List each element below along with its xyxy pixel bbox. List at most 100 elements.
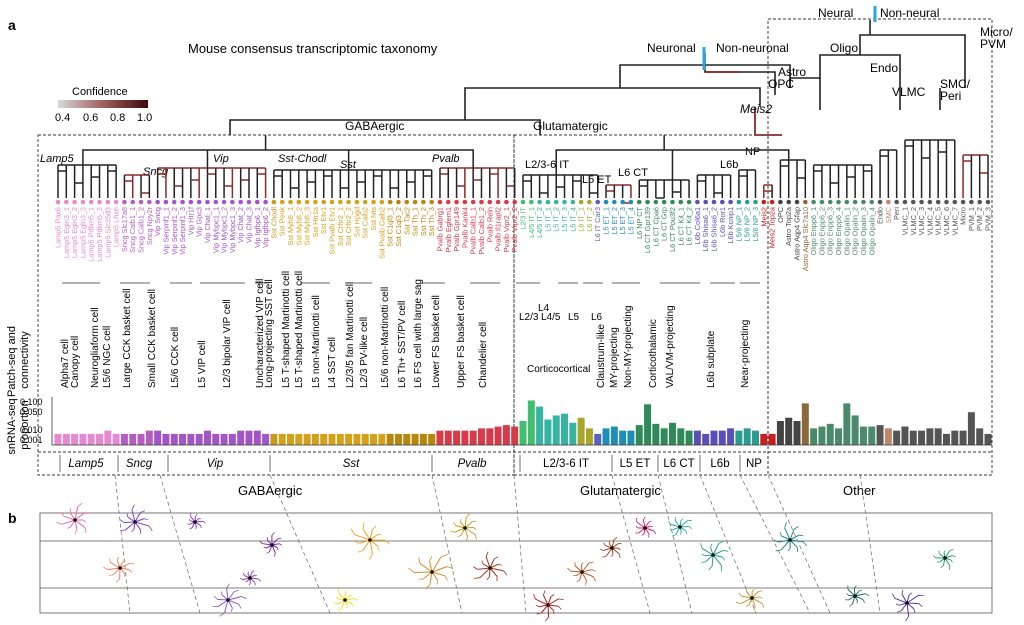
leaf-dot (927, 199, 933, 205)
leaf-label: L5 ET_2 (610, 207, 619, 235)
leaf-label: L6 CT Grp (660, 207, 669, 241)
soma (226, 598, 230, 602)
leaf-label: Sst Th_2 (419, 207, 428, 236)
neuron-morphology (103, 556, 135, 583)
neurite-branch (384, 539, 391, 545)
snrna-bar (311, 433, 319, 445)
leaf-dot (803, 199, 808, 205)
neurite (422, 571, 433, 580)
neurite-branch (494, 556, 499, 560)
neurite (362, 539, 371, 551)
snrna-bar (942, 433, 950, 445)
neuron-morphology (845, 585, 870, 607)
neurite-branch (231, 607, 233, 612)
neurite-branch (735, 602, 742, 604)
leaf-label: L6b Col6a1 (693, 207, 702, 244)
leaf-label: Pvalb Vipr2_2 (510, 207, 519, 252)
neuron-morphology (735, 588, 765, 611)
leaf-label: L6 CT Pou3f2 (668, 207, 677, 252)
soma (788, 538, 792, 542)
leaf-dot (412, 199, 418, 205)
leaf-dot (88, 199, 94, 205)
leaf-dot (728, 199, 733, 205)
leaf-label: Astro Aqp4 Slc7a10 (801, 207, 810, 271)
layer-label: L2/3 (519, 312, 539, 323)
leaf-dot (886, 199, 891, 205)
leaf-label: SMC (884, 207, 893, 223)
snrna-bar (951, 430, 959, 445)
soma (610, 546, 614, 550)
subclass-label: L2/3-6 IT (543, 458, 589, 470)
patchseq-type-label: Neurogliaform cell (90, 307, 101, 388)
neurite (784, 527, 791, 541)
patchseq-type-label: L2/3 PV-like cell (359, 317, 370, 388)
snrna-bar (934, 428, 942, 445)
leaf-label: Sst Crhr2_1 (336, 207, 345, 246)
leaf-dot (620, 199, 625, 205)
l6b-branch-label: L6b (720, 159, 738, 171)
snrna-bar (544, 419, 552, 445)
leaf-dot (504, 199, 509, 205)
neurite-branch (61, 512, 65, 517)
leaf-label: Vip Serpinf1_1 (161, 207, 170, 255)
leaf-dot (719, 199, 725, 205)
neurite-branch (901, 589, 904, 595)
neurite (547, 598, 559, 606)
neurite-branch (126, 513, 129, 518)
snrna-bar (502, 425, 510, 445)
neurite-branch (355, 541, 360, 544)
leaf-dot (238, 199, 243, 205)
snrna-bars (52, 400, 992, 446)
layer-label: L5 (568, 312, 580, 323)
snrna-bar (486, 428, 494, 445)
neurite (354, 534, 371, 541)
neurite-branch (718, 540, 724, 544)
leaf-label: Vip Serpinf1_2 (170, 207, 179, 255)
neurite-branch (608, 540, 611, 544)
neurite-branch (798, 534, 804, 537)
leaf-label: Vip Htr1f (186, 206, 195, 235)
leaf-label: L5/6 NP_3 (751, 207, 760, 241)
leaf-dot (230, 199, 235, 205)
soma (643, 526, 647, 530)
leaf-label: Sncg Calb1_2 (137, 207, 146, 253)
neurite-branch (576, 579, 580, 583)
neurite-branch (602, 555, 607, 558)
neurite-branch (116, 556, 119, 561)
snrna-bar (569, 422, 577, 445)
vip-branch-label: Vip (213, 153, 229, 165)
neurite-branch (854, 585, 857, 589)
snrna-bar (561, 413, 569, 445)
neurite (712, 554, 723, 567)
leaf-label: L2/3 IT (519, 206, 528, 229)
leaf-label: Oligo Enpp6_4 (834, 207, 843, 255)
leaf-label: L6 IT_2 (585, 207, 594, 232)
neurite (226, 588, 229, 601)
leaf-label: PVM_1 (967, 207, 976, 231)
non-neuronal-label: Non-neuronal (716, 41, 789, 55)
leaf-dot (670, 199, 675, 205)
subclass-label: L5 ET (620, 458, 651, 470)
leaf-dot (437, 199, 443, 205)
neurite (543, 594, 549, 606)
leaf-label: Sst Myh8_1 (286, 207, 295, 246)
neurite-branch (266, 551, 270, 554)
snrna-bar (536, 406, 544, 445)
snrna-tick: 0.001 (20, 435, 43, 445)
snrna-bar (378, 433, 386, 445)
patchseq-type-label: Upper FS basket cell (456, 295, 467, 388)
neurite-branch (618, 547, 621, 551)
neurite (107, 567, 121, 571)
leaf-dot (97, 199, 102, 205)
confidence-legend-title: Confidence (72, 86, 128, 98)
patchseq-axis-label: Patch-seq and connectivity (6, 323, 31, 397)
neurite-branch (485, 551, 489, 557)
snrna-bar (403, 433, 411, 445)
soma (118, 566, 122, 570)
snrna-bar (87, 433, 95, 445)
neurite-branch (498, 563, 502, 566)
neurite-branch (486, 576, 490, 580)
leaf-dot (553, 199, 559, 205)
snrna-bar (901, 426, 909, 445)
